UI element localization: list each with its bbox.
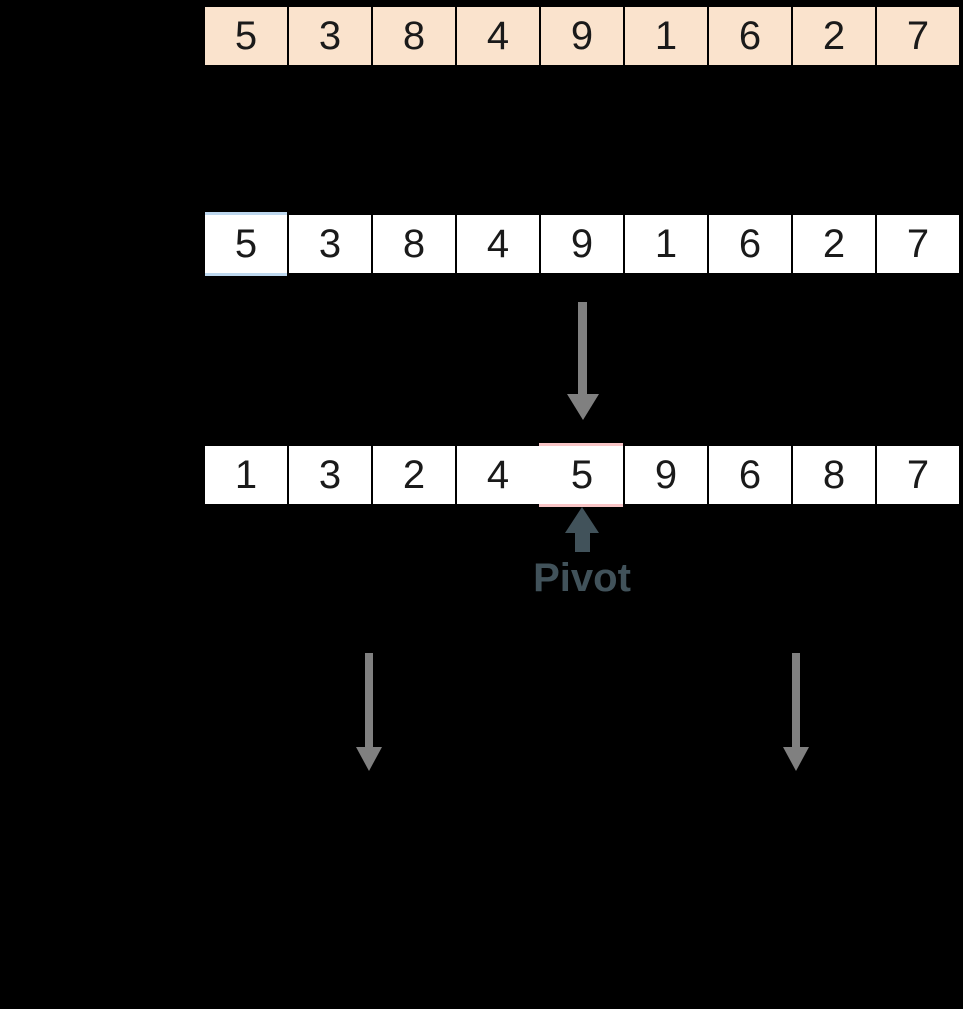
array-cell: 8 xyxy=(371,215,455,273)
array-cell: 1 xyxy=(623,215,707,273)
pivot-label: Pivot xyxy=(533,556,631,600)
array-cell: 3 xyxy=(287,7,371,65)
arrow-head xyxy=(783,747,809,771)
array-cell: 6 xyxy=(707,215,791,273)
array-cell: 1 xyxy=(205,446,287,504)
array-cell: 7 xyxy=(875,7,959,65)
array-cell: 4 xyxy=(455,215,539,273)
array-cell: 6 xyxy=(707,446,791,504)
array-cell: 5 xyxy=(205,7,287,65)
arrow-head xyxy=(565,507,599,533)
arrow-head xyxy=(356,747,382,771)
array-cell: 6 xyxy=(707,7,791,65)
array-cell: 9 xyxy=(539,215,623,273)
array-cell: 3 xyxy=(287,215,371,273)
array-cell: 8 xyxy=(371,7,455,65)
arrow-shaft xyxy=(365,653,373,748)
array-cell: 7 xyxy=(875,446,959,504)
array-cell: 9 xyxy=(539,7,623,65)
array-cell: 9 xyxy=(623,446,707,504)
array-cell: 8 xyxy=(791,446,875,504)
array-cell: 1 xyxy=(623,7,707,65)
array-cell: 2 xyxy=(791,215,875,273)
arrow-head xyxy=(567,394,599,420)
arrow-shaft xyxy=(575,531,590,552)
array-cell: 7 xyxy=(875,215,959,273)
array-cell: 2 xyxy=(371,446,455,504)
arrow-shaft xyxy=(792,653,800,748)
array-cell-highlighted: 5 xyxy=(539,446,623,504)
array-cell: 4 xyxy=(455,7,539,65)
array-cell: 3 xyxy=(287,446,371,504)
array-cell: 4 xyxy=(455,446,539,504)
array-cell: 2 xyxy=(791,7,875,65)
array-cell-highlighted: 5 xyxy=(205,215,287,273)
arrow-shaft xyxy=(578,302,587,395)
